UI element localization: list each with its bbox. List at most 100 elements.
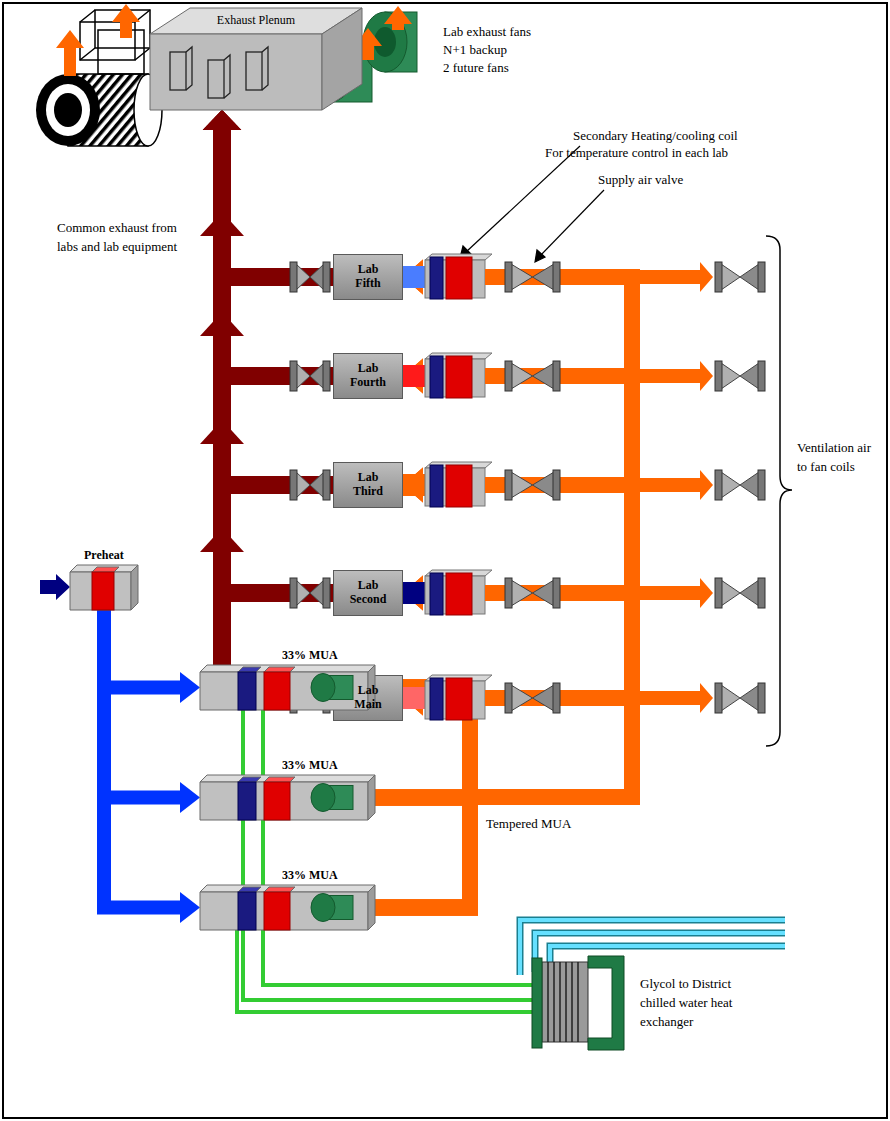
node-label: 33% MUA [282,758,338,773]
valve-flange [715,683,722,713]
valve-flange [290,361,297,391]
valve-flange [715,470,722,500]
valve-body [721,472,740,498]
valve-body [296,363,310,389]
supply-duct-stub [403,365,425,387]
node-label: Exhaust Plenum [150,8,362,28]
arrow-head [203,110,241,130]
valve-flange [553,683,560,713]
valve-flange [715,578,722,608]
annotation-text: For temperature control in each lab [545,145,728,160]
trunk-arrow [200,420,244,444]
valve-body [533,363,555,389]
duct-path [375,277,632,797]
air-duct-connector [375,576,632,797]
heating-coil [92,572,114,610]
heating-coil [446,573,472,615]
trunk-arrow [200,212,244,236]
supply-duct-stub [403,266,425,288]
mua-outline [200,775,375,820]
air-duct-connector [375,359,632,797]
air-duct-connector [375,468,632,908]
leader-line [540,190,604,256]
arrow-head [203,110,241,130]
valve-flange [323,361,330,391]
annotation-text: Common exhaust from labs and lab equipme… [57,220,177,254]
valve-flange [758,578,765,608]
heating-coil [446,678,472,720]
valve-flange [290,578,297,608]
valve-body [296,580,310,606]
hx-plate-pack [542,962,588,1042]
fan-coil-branch [640,691,700,705]
heating-coil [264,777,295,782]
makeup-air-unit: 33% MUA [200,665,375,710]
cooling-coil [430,678,443,720]
lab-equipment [290,254,765,720]
leader-head [535,250,545,262]
annotation-text: N+1 backup [443,42,507,57]
heating-coil [446,465,472,507]
valve-flange [505,470,512,500]
hx-plates [548,962,578,1042]
fan-inlet [36,74,100,146]
valve-flange [505,683,512,713]
heating-coil [264,892,290,930]
annotation: Secondary Heating/cooling coil [573,126,833,145]
casing-side [368,775,375,820]
air-duct-connector [375,576,632,798]
air-duct-connector [104,610,200,923]
supply-duct-stub [485,269,505,285]
casing-side [368,665,375,710]
annotation: Supply air valve [598,170,798,189]
arrow-head [203,110,241,130]
air-duct-connector [375,260,632,798]
glycol-pipe [243,708,540,1000]
valve-flange [715,361,722,391]
bracket [766,236,792,746]
lab-supply-train [290,462,765,507]
valve-body [740,264,759,290]
valve-flange [758,683,765,713]
casing-front [70,572,131,610]
valve-body [533,685,555,711]
annotation: 2 future fans [443,58,603,77]
valve-flange [323,470,330,500]
duct-path [375,593,632,908]
valve-flange [553,361,560,391]
supply-fan [311,784,335,812]
plenum-opening [262,47,268,90]
valve-body [721,264,740,290]
annotation-text: 2 future fans [443,60,509,75]
valve-flange [758,470,765,500]
discharge-arrow [384,6,412,30]
valve-body [721,363,740,389]
valve-flange [553,470,560,500]
lab-box: Lab Second [333,570,403,616]
annotation: Ventilation air to fan coils [797,438,877,476]
duct-path [222,130,333,593]
duct-path [222,130,333,698]
glycol-piping [237,708,540,1012]
valve-body [296,472,310,498]
air-duct-connector [375,576,632,908]
valve-flange [323,262,330,292]
heating-coil [446,356,472,398]
discharge-arrow [112,4,140,38]
valve-body [533,472,555,498]
cooling-coil [238,892,256,930]
exhaust-fan-left [36,10,162,146]
air-duct-connector [375,359,632,798]
preheat-coil: Preheat [70,565,138,610]
valve-flange [758,262,765,292]
glycol-pipe [237,928,540,1012]
supply-duct-stub [403,582,425,604]
preheat-outline [70,565,138,610]
duct-path [375,485,632,797]
heating-coil [92,567,119,572]
plenum-opening [224,55,230,98]
discharge-arrow [56,30,84,76]
